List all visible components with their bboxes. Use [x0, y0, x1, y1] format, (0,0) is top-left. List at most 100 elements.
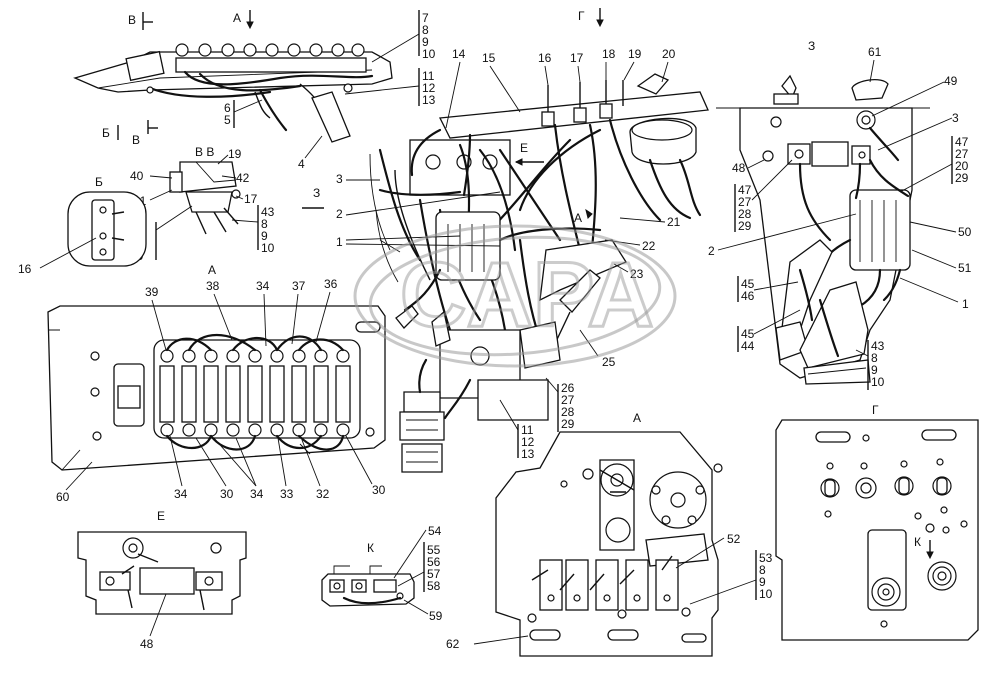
fuse-bottom-terminals — [160, 423, 350, 437]
callout-40: 40 — [130, 169, 144, 183]
callout-48b: 48 — [140, 637, 154, 651]
callouts-top-left: 7 8 9 10 11 12 13 6 5 4 — [224, 10, 436, 171]
callout-58: 58 — [427, 579, 441, 593]
callout-9b: 9 — [261, 229, 268, 243]
view-label-vv-detail: В В — [195, 145, 214, 159]
callout-25: 25 — [602, 355, 616, 369]
callout-50: 50 — [958, 225, 972, 239]
callout-21: 21 — [667, 215, 681, 229]
callout-43: 43 — [261, 205, 275, 219]
detail-b-plate: Б 16 — [18, 175, 147, 276]
callout-7: 7 — [422, 11, 429, 25]
detail-k-plate: К 54 55 56 57 58 59 — [321, 524, 443, 623]
callout-2b: 2 — [708, 244, 715, 258]
callout-15: 15 — [482, 51, 496, 65]
callout-8d: 8 — [759, 563, 766, 577]
callout-32: 32 — [316, 487, 330, 501]
callout-5: 5 — [224, 113, 231, 127]
view-z-panel — [716, 74, 930, 385]
callout-54: 54 — [428, 524, 442, 538]
callout-43b: 43 — [871, 339, 885, 353]
callout-34a: 34 — [256, 279, 270, 293]
view-markers-top: В А Г З Б В — [102, 8, 815, 147]
callout-1a: 1 — [336, 235, 343, 249]
callout-13b: 13 — [521, 447, 535, 461]
callout-60: 60 — [56, 490, 70, 504]
view-label-e-arrow: Е — [520, 141, 528, 155]
callout-9: 9 — [422, 35, 429, 49]
callout-13: 13 — [422, 93, 436, 107]
callout-6: 6 — [224, 101, 231, 115]
view-label-g-top: Г — [578, 9, 585, 23]
callout-17b: 17 — [244, 192, 258, 206]
callout-22: 22 — [642, 239, 656, 253]
view-label-b-left: Б — [102, 126, 110, 140]
callout-26: 26 — [561, 381, 575, 395]
callout-30b: 30 — [372, 483, 386, 497]
callout-8b: 8 — [261, 217, 268, 231]
callout-48a: 48 — [732, 161, 746, 175]
detail-vv-switch: В В 19 40 41 42 17 43 8 9 10 40 9 10 — [130, 145, 275, 263]
callout-18: 18 — [602, 47, 616, 61]
callout-27a: 27 — [738, 195, 752, 209]
callout-4: 4 — [298, 157, 305, 171]
callout-8c: 8 — [871, 351, 878, 365]
callout-29: 29 — [561, 417, 575, 431]
callout-27b: 27 — [955, 147, 969, 161]
callout-14: 14 — [452, 47, 466, 61]
view-label-b-top: В — [128, 13, 136, 27]
callout-9e: 9 — [759, 575, 766, 589]
callout-29b: 29 — [955, 171, 969, 185]
callout-17: 17 — [570, 51, 584, 65]
fuse-panel-a: А — [47, 263, 386, 471]
callout-49: 49 — [944, 74, 958, 88]
watermark-text: CAPA — [400, 244, 654, 346]
callout-19b: 19 — [228, 147, 242, 161]
callout-37: 37 — [292, 279, 306, 293]
callout-10: 10 — [422, 47, 436, 61]
callout-38: 38 — [206, 279, 220, 293]
callout-11b: 11 — [521, 423, 534, 437]
watermark: CAPA — [353, 224, 677, 368]
view-label-a-arrow: А — [574, 211, 582, 225]
callout-47a: 47 — [738, 183, 752, 197]
view-label-g-panel: Г — [872, 403, 879, 417]
view-label-z-arrow: З — [313, 186, 320, 200]
terminal-row — [175, 43, 367, 73]
callout-10e: 10 — [759, 587, 773, 601]
switch-row-a — [539, 559, 679, 611]
view-label-k-arrow: К — [914, 535, 921, 549]
callout-45a: 45 — [741, 277, 755, 291]
fuse-row — [159, 365, 351, 423]
callout-52: 52 — [727, 532, 741, 546]
callout-10b: 10 — [261, 241, 275, 255]
callout-29a: 29 — [738, 219, 752, 233]
view-label-a-bottom: А — [633, 411, 641, 425]
callout-12: 12 — [422, 81, 436, 95]
callout-27: 27 — [561, 393, 575, 407]
callout-28: 28 — [561, 405, 575, 419]
main-panel-view-markers: Е А З — [302, 141, 593, 225]
callout-61: 61 — [868, 45, 882, 59]
callout-42: 42 — [236, 171, 250, 185]
view-label-e-detail: Е — [157, 509, 165, 523]
callout-20: 20 — [662, 47, 676, 61]
view-label-b-detail: Б — [95, 175, 103, 189]
callout-34c: 34 — [250, 487, 264, 501]
callout-1b: 1 — [962, 297, 969, 311]
callout-3a: 3 — [336, 172, 343, 186]
view-label-a-top: А — [233, 11, 241, 25]
callout-3b: 3 — [952, 111, 959, 125]
callout-59: 59 — [429, 609, 443, 623]
callout-39: 39 — [145, 285, 159, 299]
callout-56: 56 — [427, 555, 441, 569]
view-label-v-left: В — [132, 133, 140, 147]
callout-28a: 28 — [738, 207, 752, 221]
callouts-view-z: 61 49 3 48 47 27 28 29 47 27 20 29 2 50 … — [708, 45, 972, 390]
callout-2a: 2 — [336, 207, 343, 221]
view-g-panel: Г К — [775, 403, 979, 641]
callout-34b: 34 — [174, 487, 188, 501]
callout-62: 62 — [446, 637, 460, 651]
callout-11: 11 — [422, 69, 435, 83]
